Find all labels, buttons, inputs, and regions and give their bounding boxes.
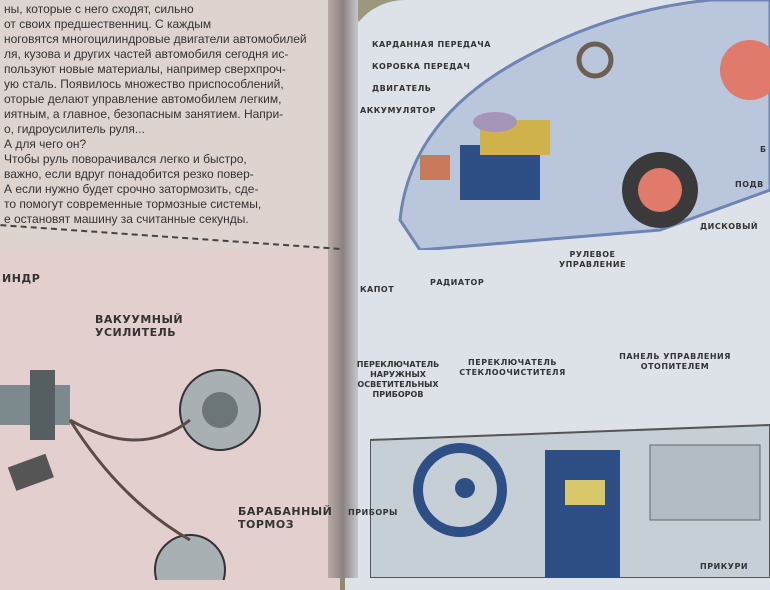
label-lighter: ПРИКУРИ: [700, 562, 749, 571]
label-radiator: РАДИАТОР: [430, 278, 485, 287]
body-text: ны, которые с него сходят, сильно от сво…: [4, 2, 326, 227]
text-line: Чтобы руль поворачивался легко и быстро,: [4, 152, 247, 166]
text-line: от своих предшественниц. С каждым: [4, 17, 212, 31]
label-battery: АККУМУЛЯТОР: [360, 106, 436, 115]
text-line: ля, кузова и других частей автомобиля се…: [4, 47, 289, 61]
label-suspension: ПОДВ: [735, 180, 764, 189]
battery-part: [420, 155, 450, 180]
text-line: важно, если вдруг понадобится резко пове…: [4, 167, 254, 181]
label-vacuum-booster: ВАКУУМНЫЙ УСИЛИТЕЛЬ: [95, 313, 184, 339]
label-wiper-switch: ПЕРЕКЛЮЧАТЕЛЬ СТЕКЛООЧИСТИТЕЛЯ: [459, 358, 566, 377]
drum-brake-bottom: [154, 534, 226, 580]
steering-wheel-dash: [413, 443, 507, 537]
label-edge: Б: [760, 145, 767, 154]
text-line: о, гидроусилитель руля...: [4, 122, 145, 136]
text-line: пользуют новые материалы, например сверх…: [4, 62, 286, 76]
text-line: ую сталь. Появилось множество приспособл…: [4, 77, 284, 91]
vacuum-booster-part: [30, 370, 55, 440]
text-line: ноговятся многоцилиндровые двигатели авт…: [4, 32, 307, 46]
text-line: иятным, а главное, безопасным занятием. …: [4, 107, 284, 121]
radio-display: [565, 480, 605, 505]
label-driveshaft: КАРДАННАЯ ПЕРЕДАЧА: [372, 40, 491, 49]
text-line: А если нужно будет срочно затормозить, с…: [4, 182, 259, 196]
car-illustration: [398, 0, 770, 250]
text-line: А для чего он?: [4, 137, 87, 151]
label-cylinder: ИНДР: [2, 272, 41, 285]
disc-brake: [638, 168, 682, 212]
text-line: то помогут современные тормозные системы…: [4, 197, 262, 211]
text-line: е остановят машину за считанные секунды.: [4, 212, 249, 226]
steering-wheel: [576, 41, 614, 79]
center-console: [545, 450, 620, 578]
car-body: [398, 0, 770, 250]
glovebox: [649, 444, 761, 521]
label-disc-brake: ДИСКОВЫЙ: [700, 222, 759, 231]
vw-logo: [455, 478, 475, 498]
dashboard-illustration: [370, 423, 770, 578]
text-line: оторые делают управление автомобилем лег…: [4, 92, 282, 106]
rear-brake: [720, 40, 770, 100]
brake-system-illustration: [0, 369, 261, 580]
drum-hub: [202, 392, 238, 428]
label-hood: КАПОТ: [360, 285, 395, 294]
label-steering: РУЛЕВОЕ УПРАВЛЕНИЕ: [559, 250, 626, 269]
book-gutter: [328, 0, 358, 578]
text-line: ны, которые с него сходят, сильно: [4, 2, 194, 16]
brake-lines: [68, 418, 191, 542]
label-gearbox: КОРОБКА ПЕРЕДАЧ: [372, 62, 471, 71]
brake-pedal: [7, 453, 54, 491]
air-filter: [473, 112, 517, 132]
label-instruments: ПРИБОРЫ: [348, 508, 398, 517]
label-heater-panel: ПАНЕЛЬ УПРАВЛЕНИЯ ОТОПИТЕЛЕМ: [619, 352, 731, 371]
label-engine: ДВИГАТЕЛЬ: [372, 84, 432, 93]
label-lights-switch: ПЕРЕКЛЮЧАТЕЛЬ НАРУЖНЫХ ОСВЕТИТЕЛЬНЫХ ПРИ…: [356, 360, 440, 399]
